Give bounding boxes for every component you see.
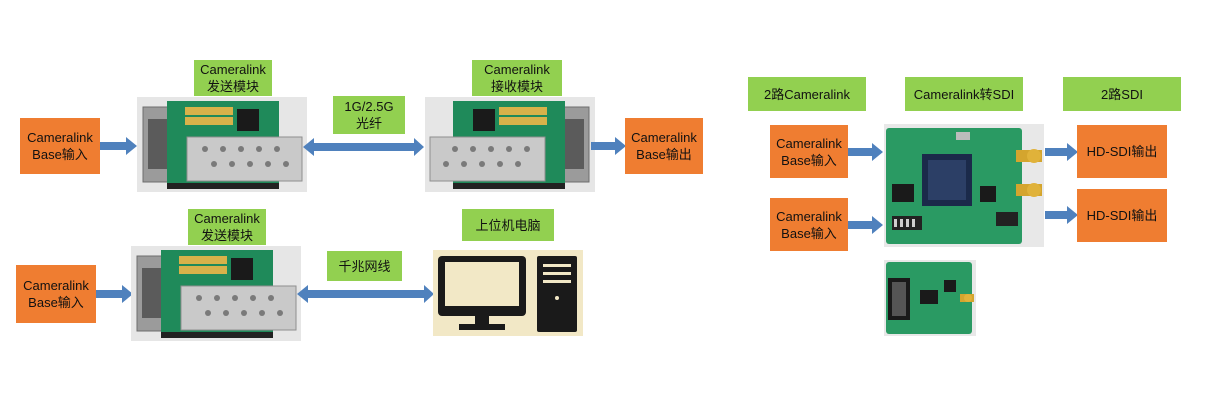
sdi-cameralink-input-2: Cameralink Base输入: [770, 198, 848, 251]
tx-module-label-2: Cameralink 发送模块: [188, 209, 266, 245]
arrow-right-icon: [848, 216, 883, 234]
arrow-right-icon: [1045, 206, 1078, 224]
header-2ch-sdi: 2路SDI: [1063, 77, 1181, 111]
sdi-converter-board: [884, 124, 1044, 247]
sdi-board-bottom: [884, 260, 976, 336]
arrow-right-icon: [96, 285, 133, 303]
hd-sdi-output-2: HD-SDI输出: [1077, 189, 1167, 242]
pc-label: 上位机电脑: [462, 209, 554, 241]
computer-icon: [433, 250, 583, 336]
rx-module-board: [425, 97, 595, 192]
sdi-cameralink-input-1: Cameralink Base输入: [770, 125, 848, 178]
tx-module-label-1: Cameralink 发送模块: [194, 60, 272, 96]
cameralink-input-1: Cameralink Base输入: [20, 118, 100, 174]
header-cameralink-to-sdi: Cameralink转SDI: [905, 77, 1023, 111]
cameralink-output: Cameralink Base输出: [625, 118, 703, 174]
cameralink-input-2: Cameralink Base输入: [16, 265, 96, 323]
arrow-right-icon: [591, 137, 626, 155]
rx-module-label: Cameralink 接收模块: [472, 60, 562, 96]
fiber-link-label: 1G/2.5G 光纤: [333, 96, 405, 134]
ethernet-link-label: 千兆网线: [327, 251, 402, 281]
hd-sdi-output-1: HD-SDI输出: [1077, 125, 1167, 178]
tx-module-board-1: [137, 97, 307, 192]
double-arrow-icon: [303, 138, 424, 156]
tx-module-board-2: [131, 246, 301, 341]
double-arrow-icon: [297, 285, 434, 303]
arrow-right-icon: [848, 143, 883, 161]
arrow-right-icon: [100, 137, 137, 155]
arrow-right-icon: [1045, 143, 1078, 161]
header-2ch-cameralink: 2路Cameralink: [748, 77, 866, 111]
